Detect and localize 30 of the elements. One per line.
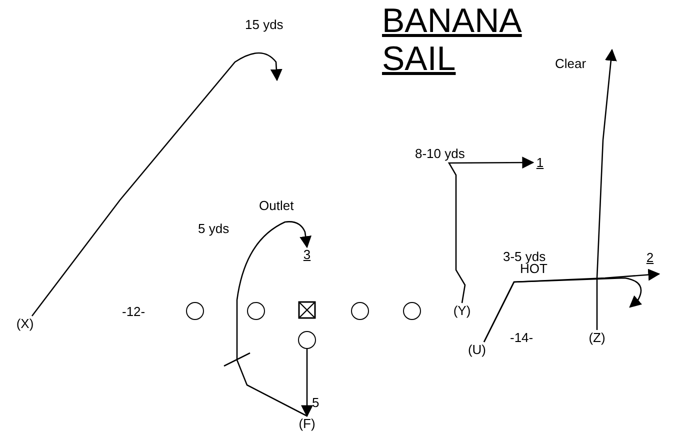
player-marker: (F) (296, 416, 318, 432)
lineman-circle (186, 302, 204, 320)
route-number: 2 (645, 250, 655, 265)
player-marker: (Z) (585, 330, 609, 346)
center-square (298, 301, 316, 319)
route-note: 5 (312, 395, 320, 410)
route-number: 1 (535, 155, 545, 170)
route-note: -12- (122, 304, 146, 319)
route-arrow (483, 277, 642, 342)
lineman-circle (298, 331, 316, 349)
route-note: Outlet (259, 198, 294, 213)
route-arrow (31, 52, 282, 316)
route-arrow (236, 221, 312, 417)
lineman-circle (351, 302, 369, 320)
lineman-circle (403, 302, 421, 320)
route-arrow (448, 156, 534, 304)
player-marker: (X) (14, 316, 36, 332)
route-note: -14- (510, 330, 534, 345)
route-note: 15 yds (245, 17, 284, 32)
route-note: 8-10 yds (415, 146, 465, 161)
route-note: 5 yds (198, 221, 230, 236)
play-title: BANANA SAIL (382, 2, 522, 78)
route-note: Clear (555, 56, 586, 71)
player-marker: (Y) (450, 303, 474, 319)
route-arrow (301, 349, 313, 418)
lineman-circle (247, 302, 265, 320)
route-note: 3-5 yds (503, 249, 546, 264)
route-arrow (596, 48, 617, 330)
route-number: 3 (302, 247, 312, 262)
player-marker: (U) (466, 342, 488, 358)
